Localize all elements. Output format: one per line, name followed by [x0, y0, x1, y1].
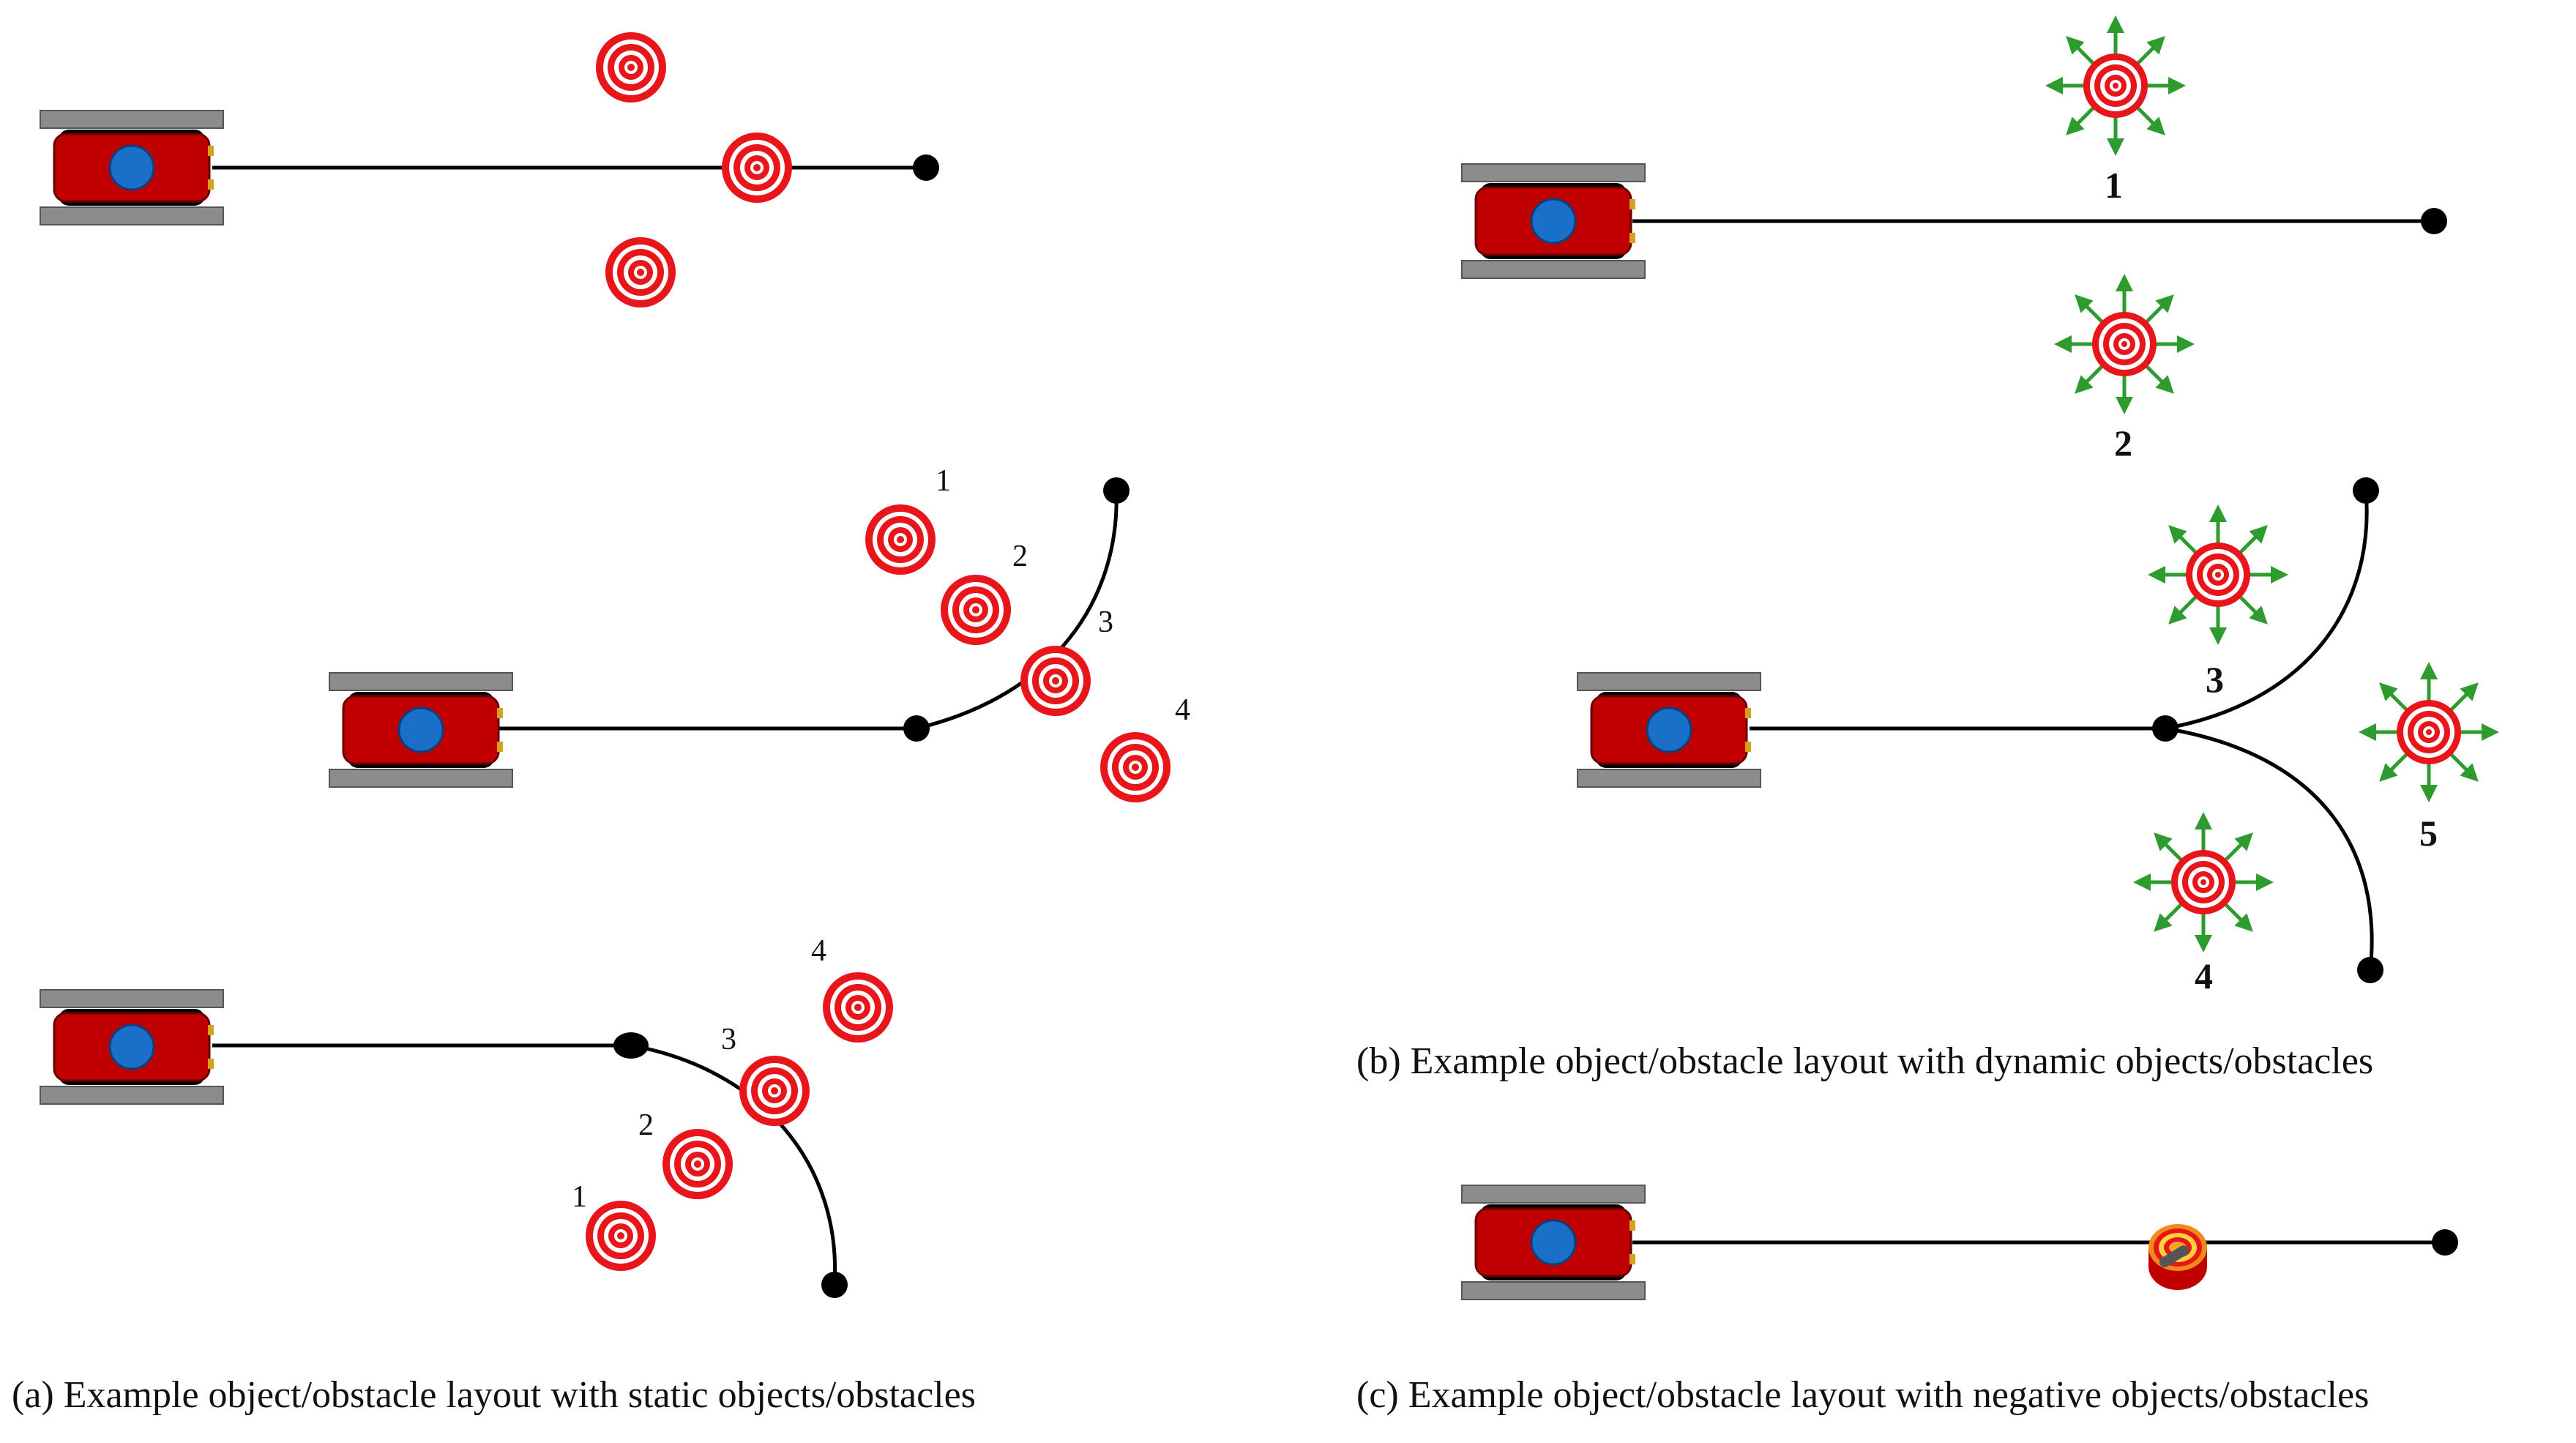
goal-point — [2421, 208, 2447, 234]
goal-point — [2353, 477, 2379, 504]
panel-a-scenario-1 — [39, 32, 939, 307]
moving-target-icon — [2133, 812, 2274, 952]
curved-path — [916, 490, 1119, 731]
moving-target-icon — [2359, 662, 2499, 802]
curved-path-upper — [2165, 490, 2369, 731]
moving-target-icon — [2054, 274, 2195, 414]
curved-path — [630, 1043, 837, 1286]
caption-c: (c) Example object/obstacle layout with … — [1356, 1374, 2370, 1416]
tracked-robot-icon — [328, 671, 514, 788]
panel-b-scenario-2: 3 4 5 — [1576, 477, 2499, 996]
tracked-robot-icon — [1460, 163, 1646, 280]
moving-target-icon — [2045, 15, 2186, 156]
target-icon — [586, 1201, 656, 1271]
target-label-5: 5 — [2419, 813, 2438, 854]
target-icon — [1100, 732, 1171, 802]
target-icon — [605, 237, 676, 307]
target-label-1: 1 — [936, 464, 951, 498]
target-icon — [662, 1129, 733, 1199]
target-icon — [739, 1056, 810, 1126]
tracked-robot-icon — [39, 988, 225, 1105]
target-label-3: 3 — [1098, 605, 1113, 639]
target-label-2: 2 — [638, 1108, 654, 1142]
moving-target-icon — [2148, 504, 2288, 645]
panel-a-scenario-2: 1 2 3 4 — [328, 464, 1190, 802]
target-label-2: 2 — [1012, 540, 1028, 573]
target-icon — [1020, 646, 1091, 716]
goal-point — [2432, 1229, 2458, 1256]
target-icon — [823, 972, 893, 1043]
panel-b-scenario-1: 1 2 — [1460, 15, 2447, 463]
target-label-4: 4 — [2195, 955, 2213, 996]
target-label-3: 3 — [2206, 659, 2224, 700]
pit-hole-icon — [2148, 1224, 2207, 1290]
target-label-1: 1 — [2105, 165, 2123, 206]
goal-point — [2357, 957, 2383, 983]
target-label-3: 3 — [721, 1023, 736, 1056]
tracked-robot-icon — [1576, 671, 1762, 788]
panel-c-scenario — [1460, 1184, 2458, 1301]
target-icon — [596, 32, 666, 102]
target-icon — [941, 575, 1011, 645]
tracked-robot-icon — [1460, 1184, 1646, 1301]
goal-point — [913, 154, 939, 181]
target-icon — [722, 133, 792, 203]
caption-a: (a) Example object/obstacle layout with … — [12, 1374, 976, 1416]
target-label-4: 4 — [1175, 693, 1190, 727]
goal-point — [1103, 477, 1130, 504]
branch-point — [903, 715, 930, 742]
tracked-robot-icon — [39, 109, 225, 226]
panel-a-scenario-3: 1 2 3 4 — [39, 934, 893, 1298]
curved-path-lower — [2165, 726, 2374, 971]
branch-point — [2152, 715, 2179, 742]
caption-b: (b) Example object/obstacle layout with … — [1356, 1040, 2374, 1082]
target-label-4: 4 — [811, 934, 826, 968]
branch-point — [613, 1032, 649, 1059]
target-icon — [865, 504, 936, 575]
goal-point — [821, 1272, 848, 1298]
target-label-1: 1 — [572, 1180, 587, 1214]
target-label-2: 2 — [2114, 422, 2132, 463]
